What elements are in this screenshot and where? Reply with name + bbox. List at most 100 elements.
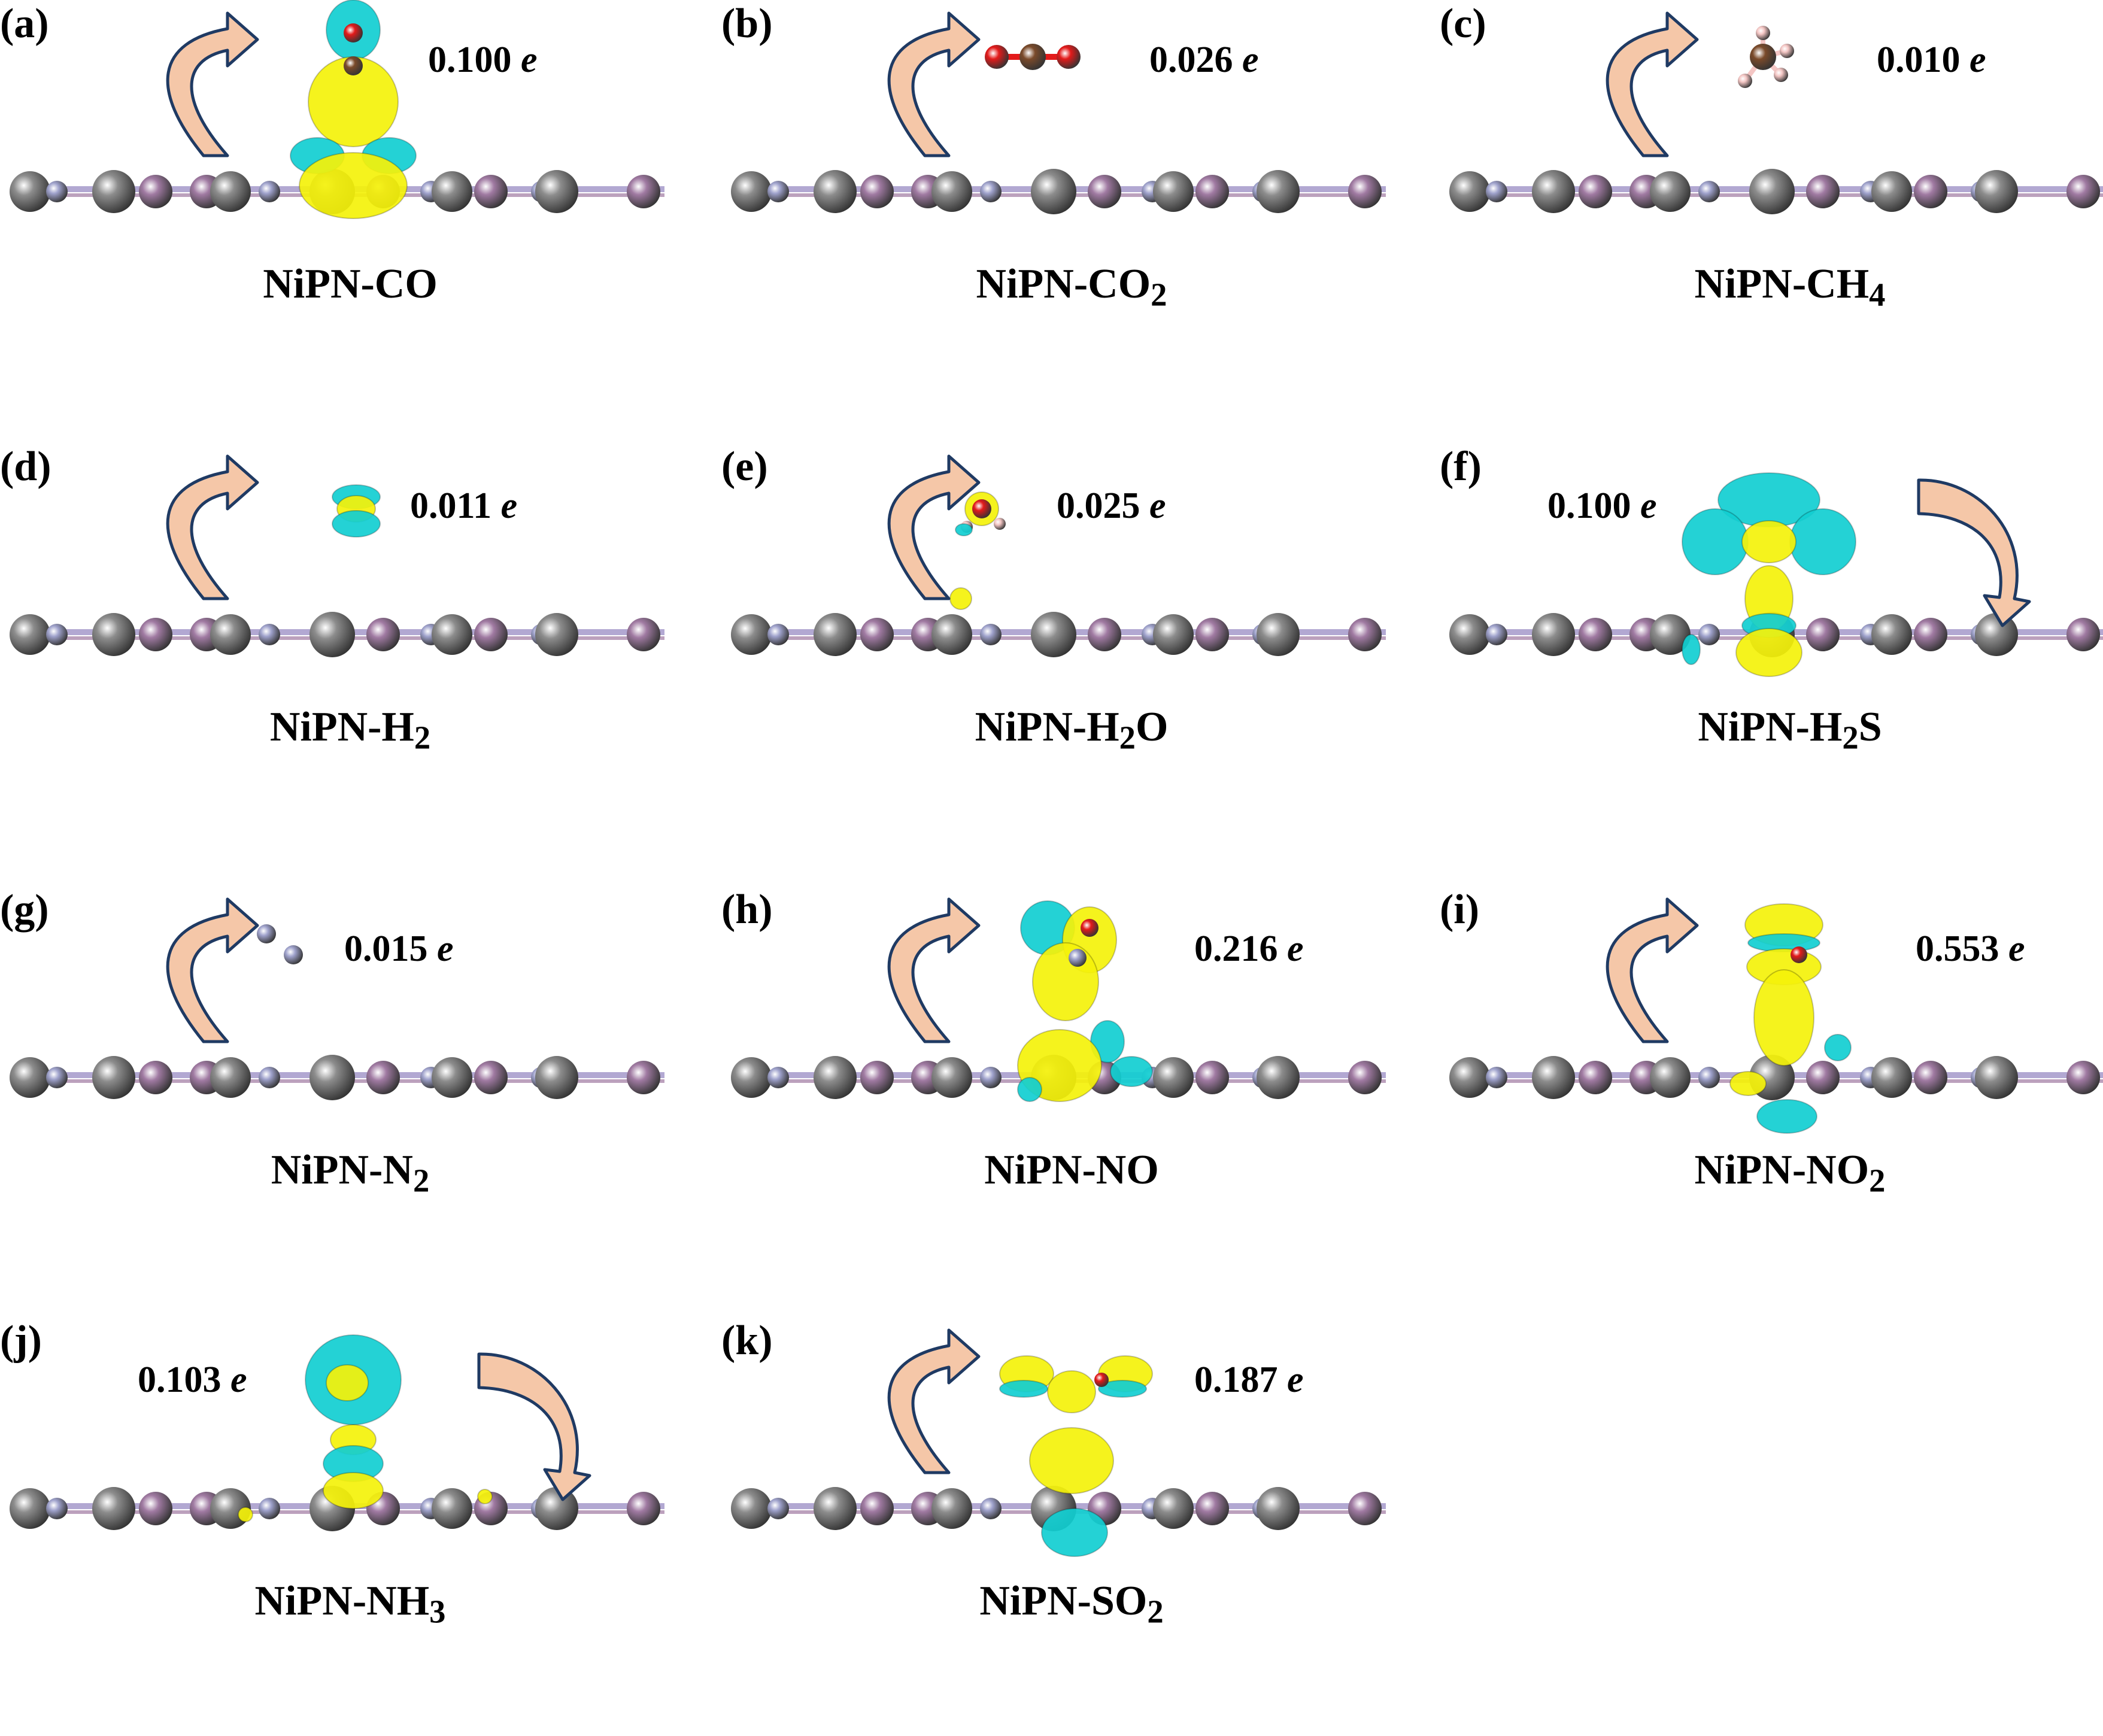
caption-main: NiPN-H [269, 704, 414, 750]
charge-unit: e [521, 40, 538, 80]
ni-atom [1449, 1057, 1490, 1098]
n-atom [259, 624, 280, 645]
ni-atom [432, 171, 472, 212]
n-atom [259, 181, 280, 202]
ni-atom [1975, 1056, 2018, 1099]
charge-transfer-value: 0.553 e [1916, 928, 2025, 970]
charge-accumulation-isosurface [1741, 520, 1796, 563]
charge-number: 0.103 [138, 1359, 221, 1400]
adsorbed-molecule [257, 924, 303, 964]
charge-number: 0.010 [1877, 40, 1961, 80]
h-atom [1774, 68, 1788, 82]
ni-atom [1257, 613, 1300, 656]
p-atom [627, 175, 660, 208]
n-atom [1486, 181, 1507, 202]
p-atom [1806, 1061, 1840, 1094]
n-atom [46, 181, 68, 202]
c-atom [344, 56, 363, 75]
charge-accumulation-isosurface [299, 152, 408, 219]
n-atom [980, 1498, 1002, 1519]
panel-caption: NiPN-H2O [721, 703, 1422, 757]
p-atom [860, 1061, 894, 1094]
c-atom [1750, 44, 1776, 70]
structure-scene [1449, 472, 2103, 677]
n-atom [1486, 1067, 1507, 1088]
charge-depletion-isosurface [1824, 1034, 1852, 1061]
charge-depletion-isosurface [955, 523, 973, 536]
charge-unit: e [1287, 1359, 1304, 1400]
h-atom [1738, 74, 1752, 88]
caption-main: NiPN-CH [1694, 261, 1870, 307]
p-atom [1579, 175, 1612, 208]
structure-scene [731, 11, 1386, 214]
o-atom [1094, 1373, 1109, 1387]
charge-transfer-arrow [166, 454, 259, 600]
charge-accumulation-isosurface [1729, 1071, 1767, 1096]
ni-atom [931, 1057, 972, 1098]
p-atom [1914, 1061, 1947, 1094]
charge-transfer-arrow [887, 897, 981, 1043]
p-atom [366, 618, 400, 651]
charge-transfer-value: 0.025 e [1057, 485, 1166, 527]
structure-scene [731, 1328, 1386, 1557]
caption-subscript: 4 [1869, 276, 1886, 313]
charge-transfer-value: 0.010 e [1877, 39, 1986, 81]
charge-transfer-arrow [166, 897, 259, 1043]
charge-depletion-isosurface [1789, 508, 1856, 575]
caption-subscript: 2 [414, 719, 431, 756]
n-atom [767, 624, 789, 645]
ni-atom [210, 171, 251, 212]
panel-caption: NiPN-SO2 [721, 1577, 1422, 1631]
structure-scene [10, 1334, 664, 1531]
ni-atom [731, 1488, 772, 1529]
charge-unit: e [1242, 40, 1259, 80]
ni-atom [1257, 1056, 1300, 1099]
ni-atom [309, 1055, 355, 1100]
ni-atom [814, 170, 857, 213]
ni-atom [1449, 614, 1490, 655]
adsorbed-molecule [332, 484, 381, 538]
caption-subscript: 2 [412, 1162, 430, 1199]
panel-label: (b) [721, 1, 773, 47]
charge-transfer-arrow [887, 11, 981, 157]
o-atom [1057, 45, 1081, 69]
caption-tail: S [1858, 704, 1882, 750]
ni-atom [731, 1057, 772, 1098]
charge-transfer-arrow [887, 1328, 981, 1474]
charge-number: 0.011 [410, 485, 492, 526]
p-atom [1348, 175, 1382, 208]
charge-transfer-value: 0.100 e [1547, 485, 1657, 527]
charge-transfer-arrow [166, 11, 259, 157]
h-atom [994, 518, 1006, 530]
panel-caption: NiPN-NO [721, 1146, 1422, 1200]
caption-main: NiPN-CO [263, 261, 438, 307]
p-atom [2066, 175, 2100, 208]
caption-main: NiPN-NO [984, 1147, 1159, 1193]
nipn-substrate [731, 1486, 1386, 1531]
adsorbed-molecule [238, 1334, 493, 1522]
ni-atom [535, 1056, 578, 1099]
charge-transfer-value: 0.187 e [1194, 1359, 1304, 1401]
ni-atom [210, 614, 251, 655]
charge-unit: e [2008, 928, 2025, 969]
ni-atom [1031, 612, 1076, 657]
p-atom [139, 1061, 172, 1094]
n-atom [980, 1067, 1002, 1088]
ni-atom [1871, 171, 1912, 212]
charge-depletion-isosurface [1017, 1077, 1042, 1102]
caption-subscript: 2 [1151, 276, 1167, 313]
p-atom [627, 1061, 660, 1094]
caption-main: NiPN-CO [976, 261, 1151, 307]
adsorbed-molecule [999, 1355, 1153, 1557]
structure-scene [731, 454, 1386, 657]
charge-accumulation-isosurface [949, 587, 972, 610]
p-atom [1195, 175, 1229, 208]
n-atom [1698, 181, 1720, 202]
ni-atom [1650, 614, 1691, 655]
ni-atom [1532, 613, 1575, 656]
charge-unit: e [1149, 485, 1166, 526]
